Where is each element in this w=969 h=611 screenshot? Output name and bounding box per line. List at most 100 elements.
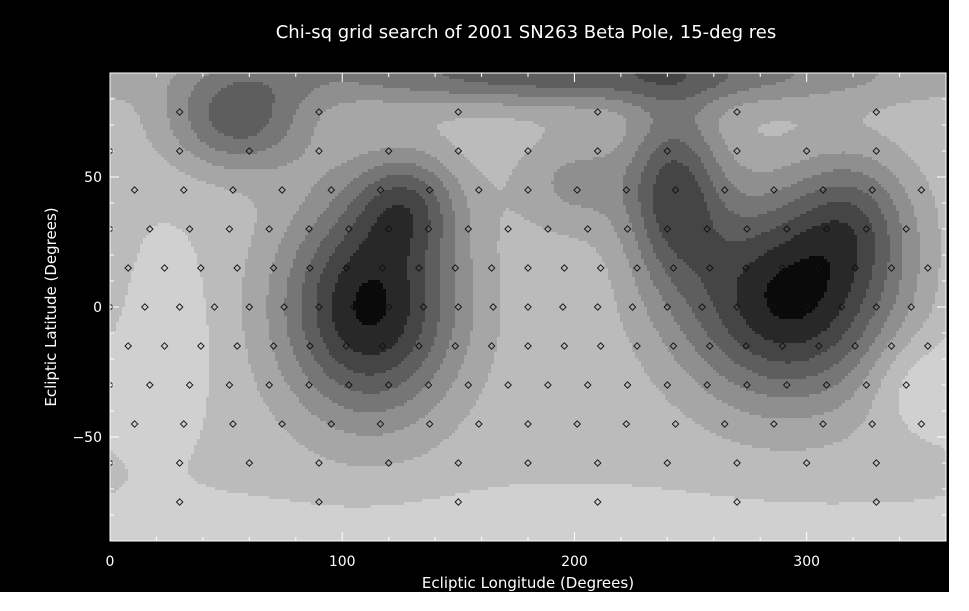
contour-cell: [632, 109, 636, 113]
contour-cell: [806, 115, 810, 119]
contour-cell: [920, 121, 924, 125]
contour-cell: [458, 115, 462, 119]
contour-cell: [143, 100, 147, 104]
contour-cell: [800, 88, 804, 92]
contour-cell: [182, 124, 186, 128]
contour-cell: [125, 82, 129, 86]
contour-cell: [632, 91, 636, 95]
contour-cell: [341, 106, 345, 110]
contour-cell: [446, 121, 450, 125]
contour-cell: [611, 121, 615, 125]
contour-cell: [383, 82, 387, 86]
contour-cell: [443, 106, 447, 110]
contour-cell: [563, 100, 567, 104]
contour-cell: [473, 103, 477, 107]
contour-cell: [863, 88, 867, 92]
contour-cell: [689, 88, 693, 92]
contour-cell: [284, 115, 288, 119]
contour-cell: [479, 82, 483, 86]
contour-cell: [215, 79, 219, 83]
contour-cell: [908, 73, 912, 77]
contour-cell: [596, 118, 600, 122]
contour-cell: [341, 91, 345, 95]
contour-cell: [866, 88, 870, 92]
contour-cell: [503, 112, 507, 116]
contour-cell: [875, 73, 879, 77]
contour-cell: [515, 85, 519, 89]
contour-cell: [269, 82, 273, 86]
contour-cell: [152, 118, 156, 122]
contour-cell: [233, 109, 237, 113]
contour-cell: [878, 100, 882, 104]
contour-cell: [920, 97, 924, 101]
contour-cell: [521, 85, 525, 89]
contour-cell: [641, 109, 645, 113]
contour-cell: [836, 109, 840, 113]
contour-cell: [704, 82, 708, 86]
contour-cell: [653, 85, 657, 89]
contour-cell: [221, 109, 225, 113]
contour-cell: [929, 109, 933, 113]
contour-cell: [848, 82, 852, 86]
contour-cell: [665, 97, 669, 101]
contour-cell: [695, 100, 699, 104]
contour-cell: [614, 115, 618, 119]
contour-cell: [161, 100, 165, 104]
contour-cell: [749, 73, 753, 77]
contour-cell: [380, 82, 384, 86]
contour-cell: [416, 118, 420, 122]
contour-cell: [743, 73, 747, 77]
contour-cell: [461, 124, 465, 128]
contour-cell: [686, 85, 690, 89]
contour-cell: [521, 109, 525, 113]
contour-cell: [365, 100, 369, 104]
contour-cell: [368, 97, 372, 101]
contour-cell: [941, 121, 945, 125]
contour-cell: [260, 115, 264, 119]
contour-cell: [644, 106, 648, 110]
contour-cell: [926, 91, 930, 95]
contour-cell: [908, 109, 912, 113]
contour-cell: [911, 94, 915, 98]
contour-cell: [635, 88, 639, 92]
contour-cell: [134, 79, 138, 83]
contour-cell: [863, 73, 867, 77]
contour-cell: [938, 82, 942, 86]
contour-cell: [800, 91, 804, 95]
contour-cell: [596, 76, 600, 80]
contour-cell: [809, 88, 813, 92]
contour-cell: [743, 97, 747, 101]
contour-cell: [863, 85, 867, 89]
contour-cell: [575, 79, 579, 83]
contour-cell: [764, 82, 768, 86]
contour-cell: [512, 94, 516, 98]
contour-cell: [944, 106, 946, 110]
contour-cell: [689, 100, 693, 104]
contour-cell: [632, 112, 636, 116]
contour-cell: [128, 91, 132, 95]
contour-cell: [671, 124, 675, 128]
contour-cell: [830, 79, 834, 83]
contour-cell: [836, 73, 840, 77]
contour-cell: [125, 76, 129, 80]
contour-cell: [782, 115, 786, 119]
contour-cell: [668, 100, 672, 104]
contour-cell: [572, 76, 576, 80]
contour-cell: [737, 121, 741, 125]
contour-cell: [656, 91, 660, 95]
contour-cell: [137, 112, 141, 116]
contour-cell: [788, 103, 792, 107]
contour-cell: [929, 82, 933, 86]
contour-cell: [158, 100, 162, 104]
contour-cell: [854, 97, 858, 101]
contour-cell: [119, 121, 123, 125]
contour-cell: [311, 106, 315, 110]
contour-cell: [320, 88, 324, 92]
contour-cell: [833, 85, 837, 89]
contour-cell: [566, 94, 570, 98]
contour-cell: [353, 82, 357, 86]
contour-cell: [131, 100, 135, 104]
contour-cell: [149, 112, 153, 116]
contour-cell: [530, 109, 534, 113]
contour-cell: [773, 73, 777, 77]
